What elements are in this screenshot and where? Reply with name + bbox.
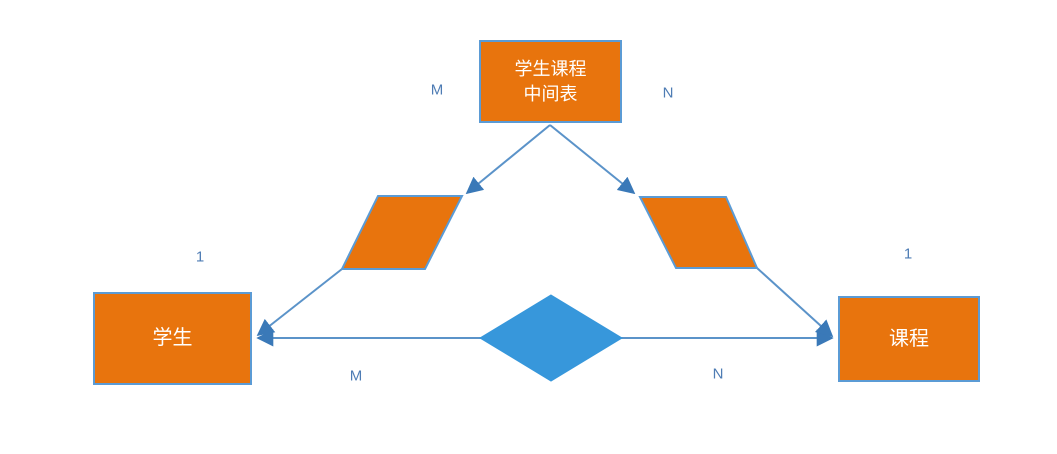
relationship-diamond <box>479 294 623 382</box>
right-parallelogram <box>638 196 759 269</box>
cardinality-above-student: 1 <box>195 248 205 266</box>
entity-student-course-junction-label-line1: 学生课程 <box>514 59 587 80</box>
edge-left-parallelogram-to-student <box>256 268 343 337</box>
cardinality-top-right: N <box>662 84 674 102</box>
entity-student: 学生 <box>93 292 252 385</box>
entity-student-course-junction: 学生课程 中间表 <box>479 40 622 123</box>
entity-student-course-junction-label-line2: 中间表 <box>523 83 578 104</box>
cardinality-bottom-left: M <box>349 367 363 385</box>
entity-student-label: 学生 <box>152 327 193 349</box>
entity-course-label: 课程 <box>889 327 929 350</box>
cardinality-bottom-right: N <box>712 365 724 383</box>
cardinality-above-course: 1 <box>903 245 913 263</box>
entity-course: 课程 <box>838 296 980 382</box>
edge-top-to-right-parallelogram <box>549 124 636 195</box>
cardinality-top-left: M <box>430 81 444 99</box>
edge-right-parallelogram-to-course <box>756 267 834 338</box>
edge-top-to-left-parallelogram <box>465 124 551 195</box>
left-parallelogram <box>340 195 464 270</box>
